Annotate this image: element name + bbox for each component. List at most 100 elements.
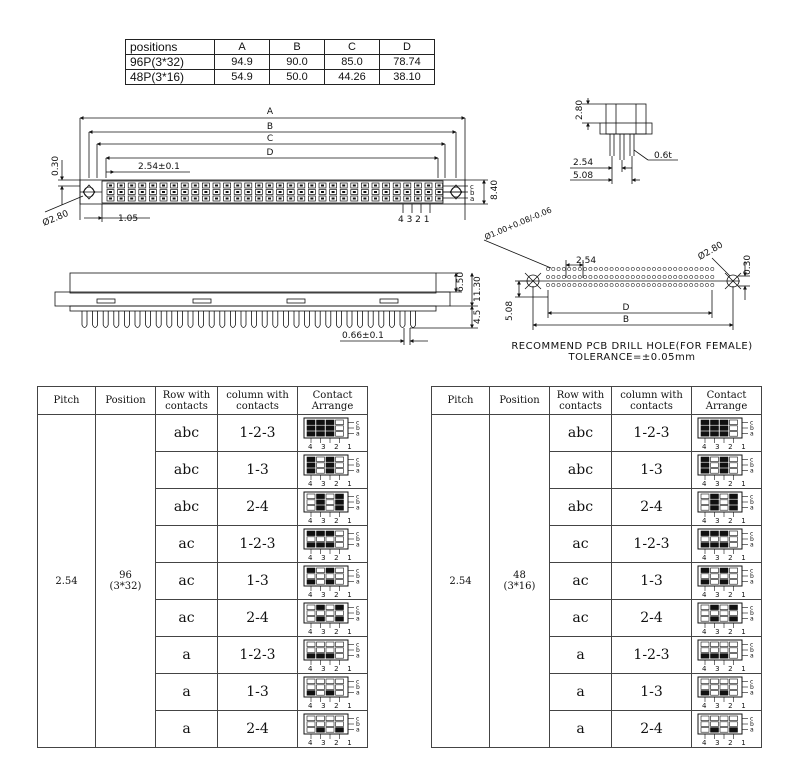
contact-pin [130,184,134,187]
contact-filled [334,493,344,499]
contact-empty [700,721,709,727]
contact-empty [315,456,325,462]
contact-empty [700,499,709,505]
contact-empty [728,425,738,431]
header-column: column with contacts [217,386,298,415]
drill-hole [636,267,641,271]
pitch-cell: 2.54 [431,414,490,748]
contact-filled [325,542,334,548]
side-span-label: 5.08 [573,171,593,181]
row-letter: c [750,679,753,686]
drill-hole [609,283,614,287]
contact-empty [700,493,709,499]
contact-pin [363,184,367,187]
contact-empty [728,573,738,579]
drill-hole [599,267,603,271]
row-contacts-cell: ac [155,599,218,637]
pin [230,311,236,328]
contact-pin [172,184,176,187]
row-letter: b [750,684,754,691]
row-contacts-cell: a [549,710,612,748]
dimension-table: positions A B C D 96P(3*32) 94.9 90.0 85… [125,39,435,85]
contact-empty [306,610,315,616]
contact-table-48: Pitch Position Row with contacts column … [431,386,762,748]
drill-hole-grid [546,267,715,287]
column-contacts-cell: 2-4 [611,488,692,526]
contact-empty [728,542,738,548]
contact-empty [306,536,315,542]
contact-empty [334,684,344,690]
drill-hole [673,283,678,287]
contact-empty [325,616,334,622]
pin [357,311,363,328]
contact-filled [325,431,334,437]
pin [102,311,109,328]
pin [272,311,279,328]
contact-pin [204,184,208,187]
contact-pin [257,197,261,200]
contact-empty [315,641,325,647]
row-letter: a [356,579,360,586]
contact-empty [306,721,315,727]
contact-pin [257,184,261,187]
pin [367,311,374,328]
contact-empty [728,567,738,573]
contact-empty [728,468,738,474]
contact-empty [315,536,325,542]
column-numbers: 4 3 2 1 [702,591,749,598]
contact-empty [700,641,709,647]
header-arrange: Contact Arrange [691,386,762,415]
drill-hole [646,267,651,271]
drill-hole [694,267,699,271]
contact-pin [236,184,240,187]
column-numbers: 4 3 2 1 [702,443,749,450]
row-letter: a [750,727,754,734]
column-contacts-cell: 1-2-3 [611,636,692,674]
contact-empty [325,493,334,499]
row-letter: a [356,505,360,512]
drill-hole [668,267,672,271]
column-contacts-cell: 1-2-3 [611,525,692,563]
drill-hole [604,283,609,287]
drill-dim-d: D [623,303,630,313]
contact-empty [709,462,719,468]
row-letter: b [750,721,754,728]
column-numbers: 4 3 2 1 [702,517,749,524]
contact-filled [325,653,334,659]
row-letter: b [356,573,360,580]
contact-pin [289,184,293,187]
column-numbers: 4 3 2 1 [308,702,355,709]
row-contacts-cell: abc [155,414,218,452]
dim-840-label: 8.40 [490,180,500,200]
contact-pin [289,197,293,200]
drill-hole [705,283,709,287]
drill-hole [678,267,683,271]
contact-filled [334,727,344,733]
contact-empty [306,678,315,684]
contact-empty [700,684,709,690]
contact-pin [321,197,324,200]
drill-hole [694,275,699,279]
drill-hole [556,275,561,279]
contact-pin [299,184,303,187]
contact-empty [325,721,334,727]
contact-pin [109,184,112,187]
column-numbers: 4 3 2 1 [702,702,749,709]
contact-empty [719,721,728,727]
contact-pin [310,197,314,200]
contact-empty [728,462,738,468]
drill-hole [657,267,662,271]
drill-hole [646,275,651,279]
row-contacts-cell: a [549,673,612,711]
column-numbers: 4 3 2 1 [702,480,749,487]
contact-empty [334,653,344,659]
drill-hole [562,275,566,279]
